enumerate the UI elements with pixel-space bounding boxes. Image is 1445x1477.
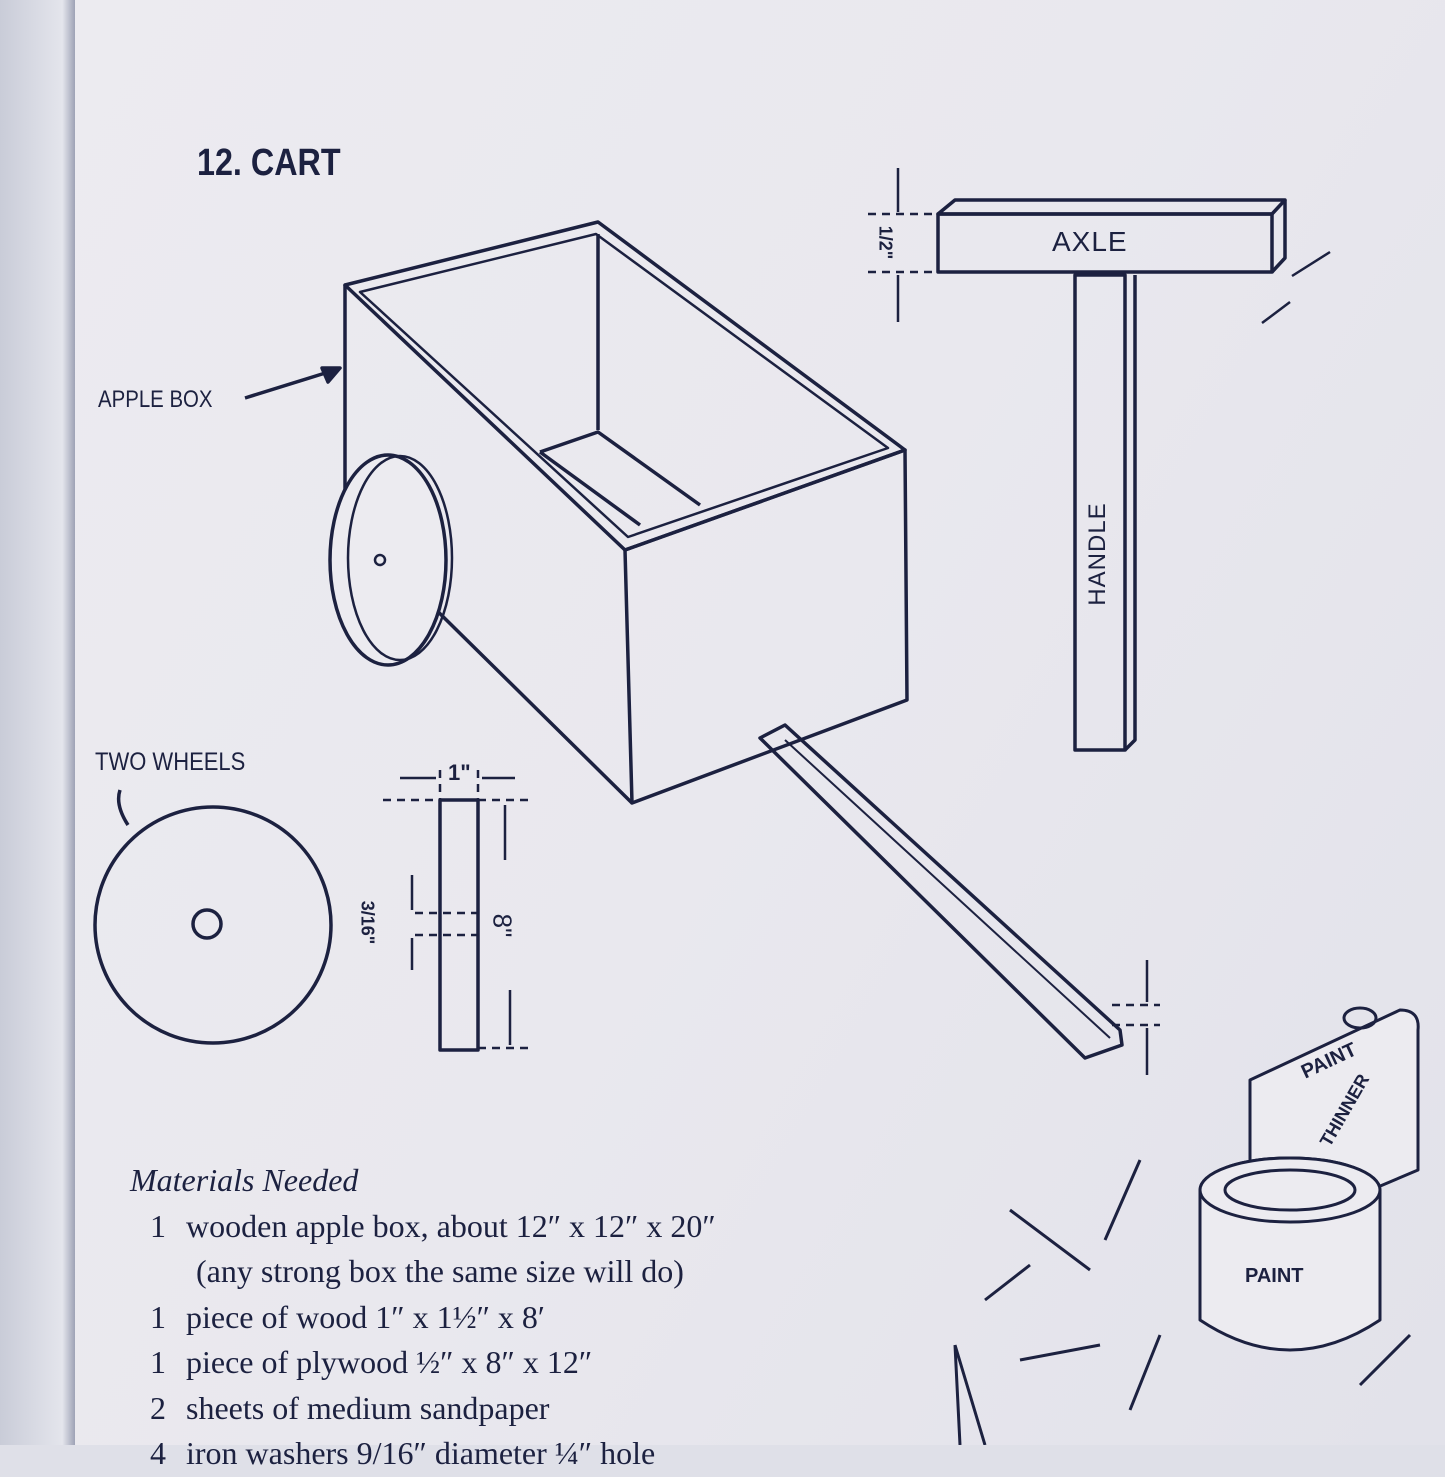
- dim-hole: 3/16": [357, 900, 378, 945]
- handle-drawing: [1073, 273, 1127, 752]
- cart-wheel: [328, 453, 448, 667]
- label-handle: HANDLE: [1084, 502, 1111, 606]
- dim-axle-thickness: 1/2": [875, 225, 896, 260]
- wheel-detail: [93, 805, 333, 1045]
- strip-detail: [438, 798, 480, 1052]
- book-gutter: [0, 0, 78, 1445]
- axle-drawing: [936, 198, 1287, 216]
- paint-cans: [953, 1006, 1420, 1445]
- label-apple-box: APPLE BOX: [98, 386, 213, 413]
- dim-strip-length: 8": [487, 913, 518, 938]
- list-item-continuation: (any strong box the same size will do): [196, 1253, 684, 1289]
- cart-illustration: [93, 168, 1420, 1445]
- can-label-paint-2: PAINT: [1245, 1265, 1304, 1287]
- label-axle: AXLE: [1052, 226, 1128, 257]
- label-two-wheels: TWO WHEELS: [95, 748, 246, 776]
- cart-handle: [758, 723, 1124, 1060]
- materials-heading: Materials Needed: [130, 1162, 359, 1198]
- project-title: 12. CART: [197, 142, 341, 184]
- dim-strip-width: 1": [448, 760, 471, 785]
- apple-box-arrow: [244, 368, 336, 400]
